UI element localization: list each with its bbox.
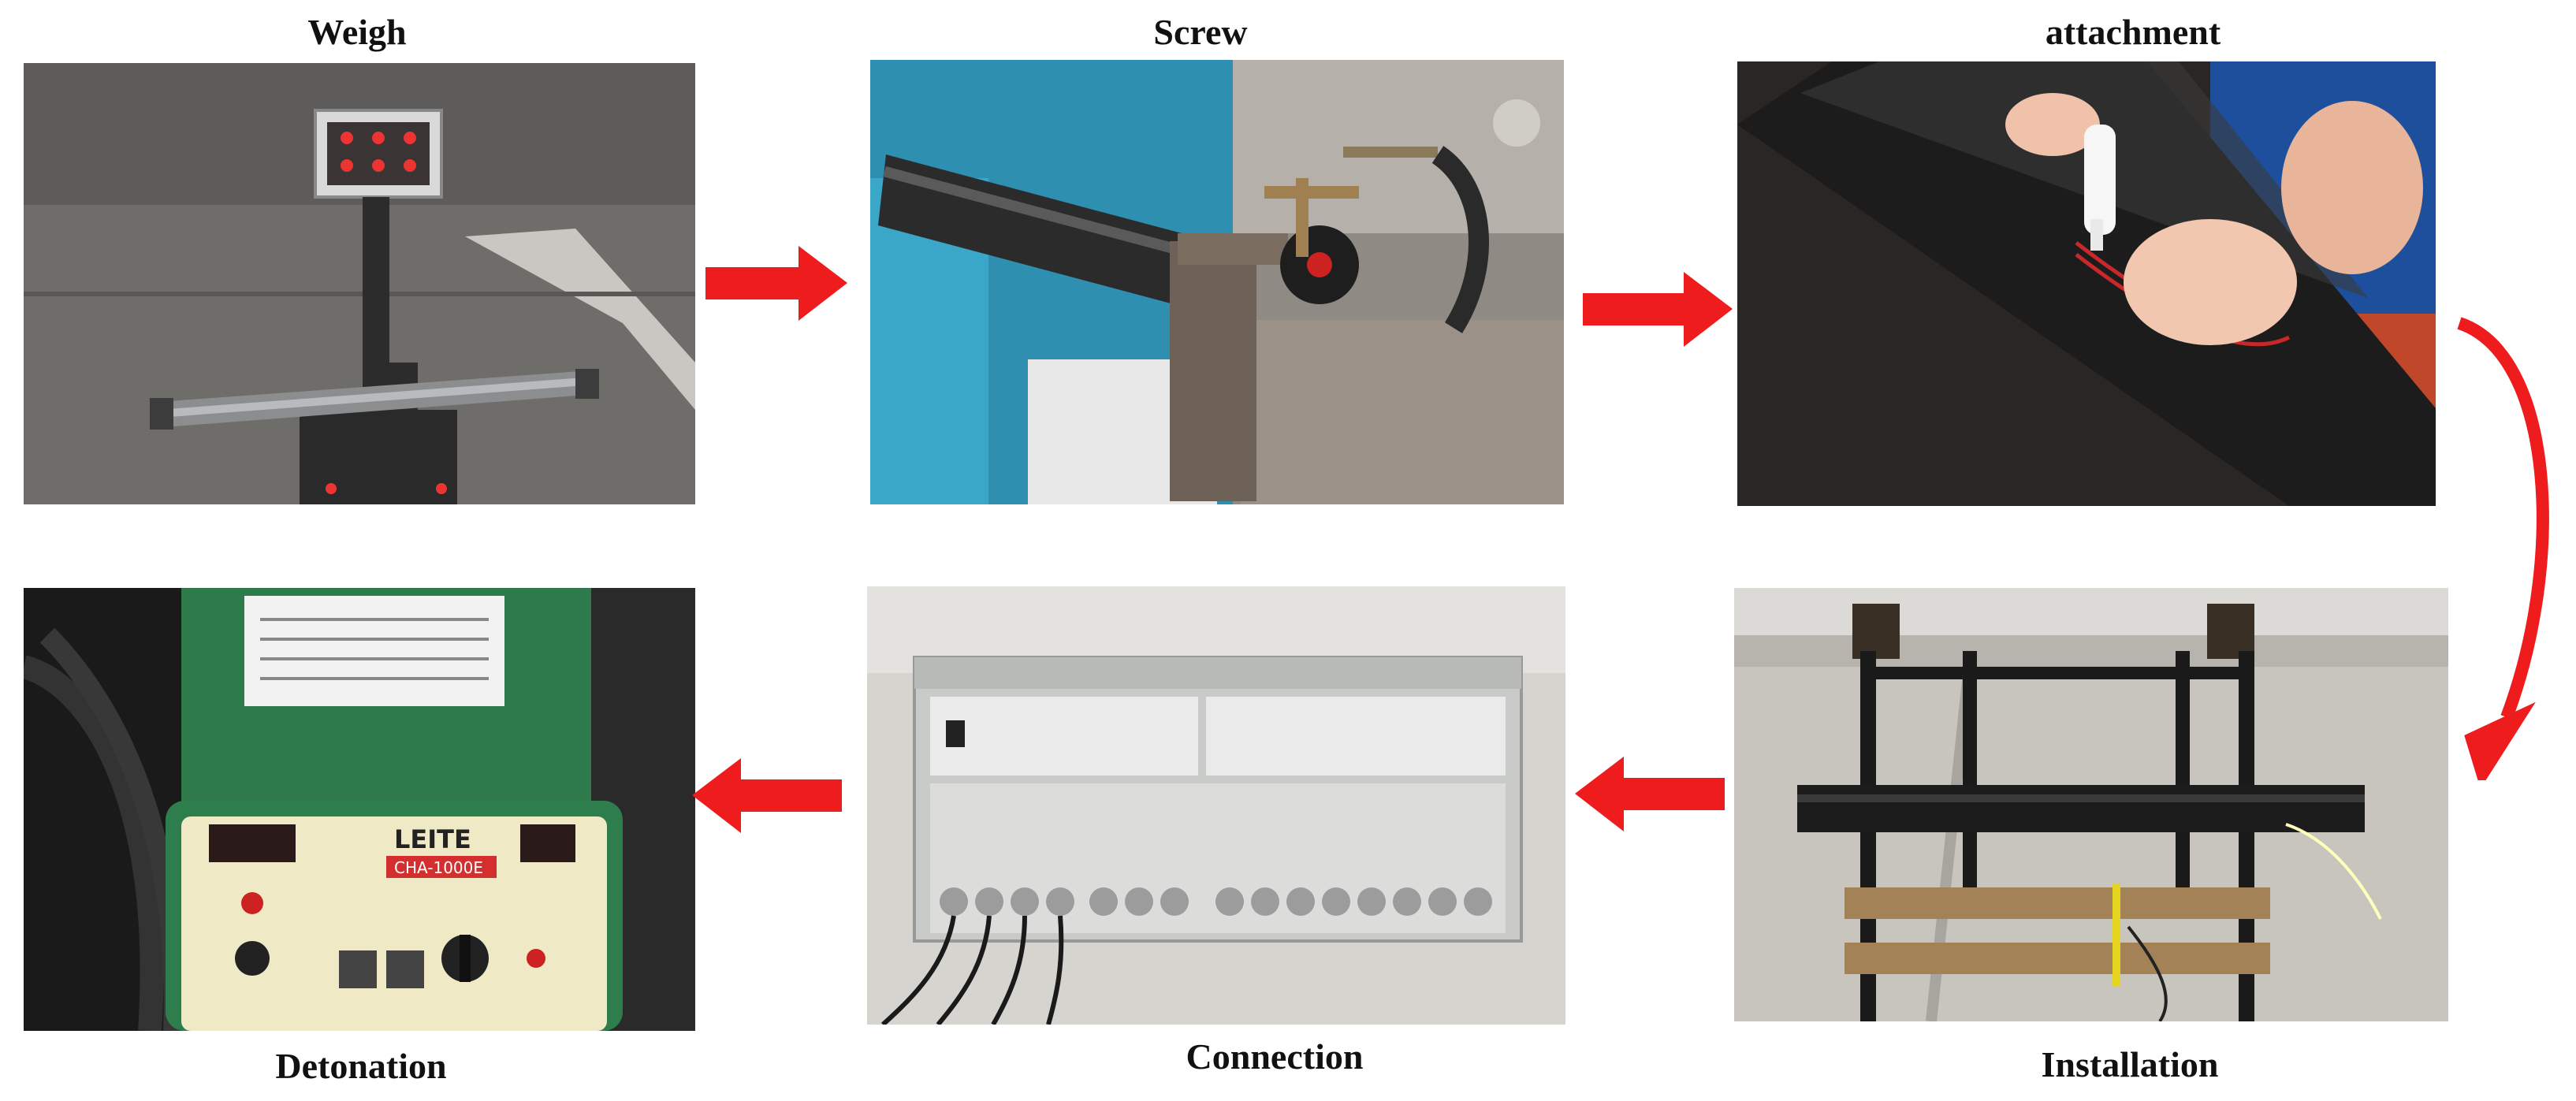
step-label-installation: Installation — [2041, 1044, 2219, 1084]
photo-detonation: LEITE CHA-1000E — [24, 588, 695, 1031]
step-label-connection: Connection — [1186, 1036, 1364, 1077]
arrow-weigh-to-screw — [705, 246, 847, 321]
photo-attachment — [1737, 61, 2436, 506]
photo-connection — [867, 586, 1565, 1025]
arrow-detonation-from-connection-left — [692, 758, 842, 833]
photo-installation — [1734, 588, 2448, 1021]
step-label-detonation: Detonation — [275, 1046, 447, 1086]
arrow-screw-to-attachment — [1583, 272, 1733, 347]
device-model-text: CHA-1000E — [394, 858, 483, 877]
arrow-connection-to-installation-left — [1575, 757, 1725, 831]
step-label-screw: Screw — [1153, 12, 1248, 52]
step-label-attachment: attachment — [2045, 12, 2221, 52]
photo-screw — [870, 60, 1564, 504]
arrow-curved-attachment-to-installation — [2457, 317, 2549, 780]
step-label-weigh: Weigh — [307, 12, 407, 52]
photo-weigh — [24, 63, 695, 504]
device-brand-text: LEITE — [394, 824, 471, 854]
